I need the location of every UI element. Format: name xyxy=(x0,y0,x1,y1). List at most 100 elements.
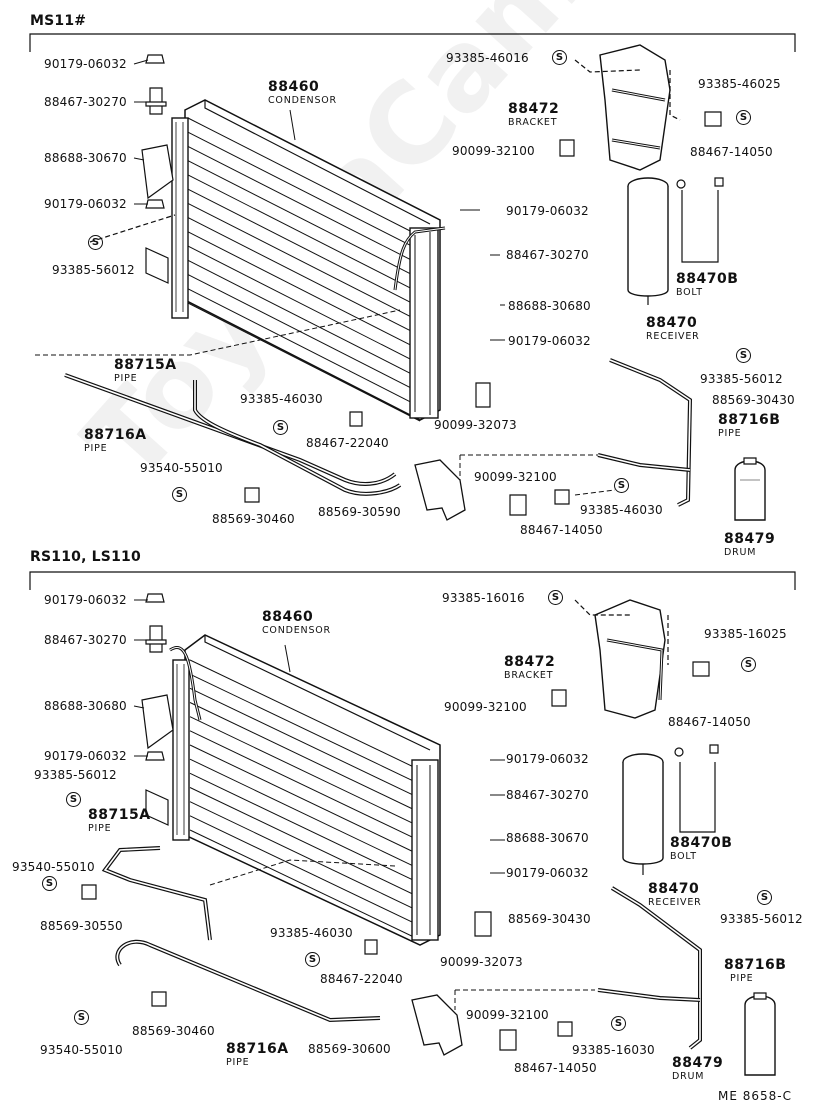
part-number: 88716A xyxy=(226,1041,289,1057)
part-label: 90179-06032 xyxy=(506,866,589,880)
part-number: 88470B xyxy=(676,271,739,287)
condenser-top-drawing xyxy=(171,99,446,422)
part-label: 88569-30460 xyxy=(212,512,295,526)
condenser-fin xyxy=(187,146,421,265)
section-frame-top xyxy=(29,33,796,52)
condenser-fin xyxy=(189,829,421,941)
part-name: CONDENSOR xyxy=(262,625,331,636)
part-name: PIPE xyxy=(226,1057,250,1068)
bracket-receiver-bottom xyxy=(551,599,719,875)
part-label: 88467-30270 xyxy=(44,95,127,109)
part-label: 88467-14050 xyxy=(690,145,773,159)
part-label: 88688-30680 xyxy=(508,299,591,313)
bracket-receiver-top xyxy=(559,44,724,305)
part-number: 88716B xyxy=(724,957,787,973)
s-marker: S xyxy=(74,1010,89,1025)
part-label: 90179-06032 xyxy=(44,749,127,763)
condenser-fin xyxy=(187,188,421,308)
section-title-rs110: RS110, LS110 xyxy=(30,549,141,565)
part-label: 93385-56012 xyxy=(52,263,135,277)
part-label: 90179-06032 xyxy=(44,593,127,607)
part-label: 90099-32100 xyxy=(444,700,527,714)
condenser-fin xyxy=(187,160,421,280)
condenser-fin xyxy=(187,117,421,237)
part-number: 88715A xyxy=(88,807,151,823)
s-marker: S xyxy=(273,420,288,435)
condenser-fin xyxy=(187,174,421,294)
part-label: 93385-46025 xyxy=(698,77,781,91)
part-number: 88715A xyxy=(114,357,177,373)
drum-bottom xyxy=(744,992,776,1076)
part-label: 88467-22040 xyxy=(320,972,403,986)
part-label: 90179-06032 xyxy=(506,204,589,218)
part-label: 93540-55010 xyxy=(40,1043,123,1057)
part-label: 93385-46030 xyxy=(270,926,353,940)
condenser-fin xyxy=(189,815,421,927)
part-label: 93385-46016 xyxy=(446,51,529,65)
part-label: 93385-56012 xyxy=(34,768,117,782)
part-name: CONDENSOR xyxy=(268,95,337,106)
part-label: 90099-32073 xyxy=(440,955,523,969)
part-label: 93385-16016 xyxy=(442,591,525,605)
part-name: BOLT xyxy=(676,287,703,298)
part-label: 88467-30270 xyxy=(506,248,589,262)
part-name: PIPE xyxy=(88,823,112,834)
part-number: 88716B xyxy=(718,412,781,428)
part-label: 90099-32100 xyxy=(466,1008,549,1022)
section-frame-bottom xyxy=(29,571,796,590)
part-label: 93540-55010 xyxy=(140,461,223,475)
s-marker: S xyxy=(611,1016,626,1031)
condenser-fin xyxy=(189,702,421,813)
condenser-fin xyxy=(189,673,421,785)
leaders-bottom xyxy=(133,599,505,874)
pipes-top xyxy=(35,309,693,521)
part-label: 93385-56012 xyxy=(700,372,783,386)
s-marker: S xyxy=(88,235,103,250)
part-name: BRACKET xyxy=(508,117,558,128)
part-label: 90179-06032 xyxy=(508,334,591,348)
part-name: RECEIVER xyxy=(648,897,702,908)
condenser-fin xyxy=(189,659,421,771)
part-label: 88688-30670 xyxy=(506,831,589,845)
part-label: 88569-30430 xyxy=(712,393,795,407)
part-number: 88470 xyxy=(648,881,700,897)
part-label: 88569-30600 xyxy=(308,1042,391,1056)
part-number: 88460 xyxy=(268,79,320,95)
part-name: PIPE xyxy=(730,973,754,984)
condenser-fin xyxy=(189,744,421,856)
part-label: 93385-56012 xyxy=(720,912,803,926)
part-label: 88688-30680 xyxy=(44,699,127,713)
part-label: 88569-30590 xyxy=(318,505,401,519)
part-label: 88467-14050 xyxy=(514,1061,597,1075)
condenser-fin xyxy=(187,131,421,251)
top-left-fasteners xyxy=(89,54,176,284)
part-name: PIPE xyxy=(114,373,138,384)
s-marker: S xyxy=(172,487,187,502)
part-label: 93385-16025 xyxy=(704,627,787,641)
part-number: 88470 xyxy=(646,315,698,331)
condenser-fin xyxy=(189,716,421,828)
condenser-fin xyxy=(189,730,421,842)
condenser-fin xyxy=(187,231,421,351)
condenser-fin xyxy=(187,259,421,379)
condenser-fin xyxy=(187,302,421,422)
condenser-fin xyxy=(187,202,421,322)
part-label: 88467-22040 xyxy=(306,436,389,450)
figure-code: ME 8658-C xyxy=(718,1089,792,1103)
part-label: 88688-30670 xyxy=(44,151,127,165)
condenser-bottom-drawing xyxy=(169,634,441,946)
s-marker: S xyxy=(736,110,751,125)
bottom-left-fasteners xyxy=(141,593,174,826)
s-marker: S xyxy=(741,657,756,672)
part-label: 90099-32100 xyxy=(474,470,557,484)
condenser-fin xyxy=(189,687,421,799)
condenser-fin xyxy=(189,801,421,913)
part-label: 88569-30460 xyxy=(132,1024,215,1038)
condenser-fin xyxy=(189,758,421,870)
condenser-fin xyxy=(189,772,421,884)
part-number: 88479 xyxy=(724,531,776,547)
s-marker: S xyxy=(305,952,320,967)
part-label: 90099-32100 xyxy=(452,144,535,158)
part-label: 90179-06032 xyxy=(44,57,127,71)
